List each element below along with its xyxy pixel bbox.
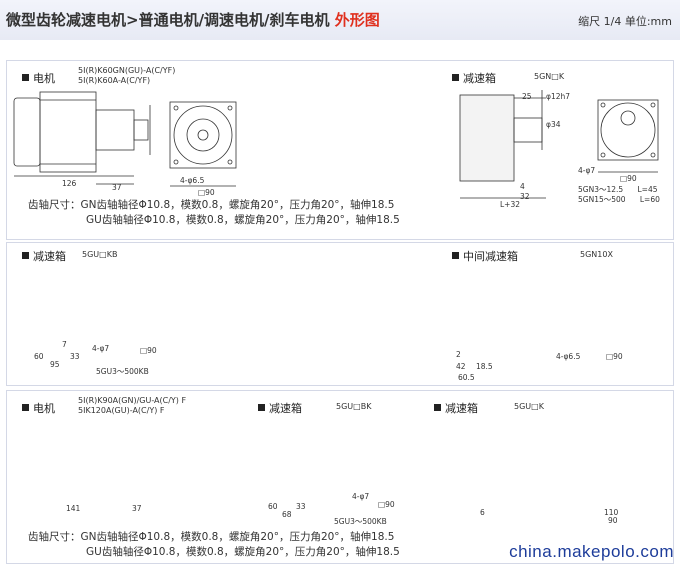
- dim-holes: 4-φ6.5: [180, 176, 205, 185]
- dim-60b: 60: [268, 502, 278, 511]
- dim-60-5: 60.5: [458, 373, 475, 382]
- dim-sq-bk: □90: [378, 500, 395, 509]
- dim-2: 2: [456, 350, 461, 359]
- gearbox-model: 5GN□K: [534, 72, 565, 81]
- large-motor-model-1: 5I(R)K90A(GN)/GU-A(C/Y) F: [78, 396, 187, 405]
- gear-spec-line-2: GU齿轴轴径Φ10.8，模数0.8，螺旋角20°，压力角20°，轴伸18.5: [86, 214, 400, 226]
- motor-side-view: [13, 91, 151, 185]
- dim-33b: 33: [296, 502, 306, 511]
- dim-hole-mid: 4-φ6.5: [556, 352, 581, 361]
- dim-7: 7: [62, 340, 67, 349]
- scale-note: 缩尺 1/4 单位:mm: [578, 15, 672, 28]
- large-motor-label: 电机: [22, 400, 55, 416]
- motor-front-view: [169, 101, 237, 187]
- gearbox-bk-model: 5GU□BK: [336, 402, 372, 411]
- dim-42: 42: [456, 362, 466, 371]
- middle-gearbox-model: 5GN10X: [580, 250, 613, 259]
- page-title: 微型齿轮减速电机>普通电机/调速电机/刹车电机 外形图: [6, 11, 380, 29]
- large-motor-model-2: 5IK120A(GU)-A(C/Y) F: [78, 406, 165, 415]
- dim-18-5: 18.5: [476, 362, 493, 371]
- dim-141: 141: [66, 504, 81, 513]
- motor-model-1: 5I(R)K60GN(GU)-A(C/YF): [78, 66, 176, 75]
- dim-95: 95: [50, 360, 60, 369]
- gear-spec-line-4: GU齿轴轴径Φ10.8，模数0.8，螺旋角20°，压力角20°，轴伸18.5: [86, 546, 400, 558]
- page-header: 微型齿轮减速电机>普通电机/调速电机/刹车电机 外形图 缩尺 1/4 单位:mm: [0, 0, 680, 40]
- dim-hole-bk: 4-φ7: [352, 492, 370, 501]
- panel-large-motor: [6, 390, 674, 564]
- dim-sq: □90: [620, 174, 637, 183]
- middle-gearbox-label: 中间减速箱: [452, 248, 518, 264]
- dim-box: □90: [198, 188, 215, 197]
- gearbox-kb-model: 5GU□KB: [82, 250, 118, 259]
- gearbox-k-model: 5GU□K: [514, 402, 544, 411]
- gearbox-bk-label: 减速箱: [258, 400, 302, 416]
- dim-25: 25: [522, 92, 532, 101]
- dim-32: 32: [520, 192, 530, 201]
- dim-110: 110: [604, 508, 619, 517]
- dim-90: 90: [608, 516, 618, 525]
- dim-hole-kb: 4-φ7: [92, 344, 110, 353]
- gearbox-side-view: [459, 90, 546, 199]
- gearbox-kb-label: 减速箱: [22, 248, 66, 264]
- motor-model-2: 5I(R)K60A-A(C/YF): [78, 76, 151, 85]
- gearbox-bk-note: 5GU3～500KB: [334, 517, 387, 526]
- dim-37b: 37: [132, 504, 142, 513]
- gearbox-k-label: 减速箱: [434, 400, 478, 416]
- dim-68: 68: [282, 510, 292, 519]
- panel-gearboxes: [6, 242, 674, 386]
- dim-60: 60: [34, 352, 44, 361]
- gearbox-front-view: [597, 99, 659, 173]
- gear-spec-line-3: 齿轴尺寸：GN齿轴轴径Φ10.8，模数0.8，螺旋角20°，压力角20°，轴伸1…: [28, 531, 395, 543]
- watermark: china.makepolo.com: [509, 542, 674, 561]
- dim-sq-mid: □90: [606, 352, 623, 361]
- dim-6: 6: [480, 508, 485, 517]
- dim-4: 4: [520, 182, 525, 191]
- gear-spec-line-1: 齿轴尺寸：GN齿轴轴径Φ10.8，模数0.8，螺旋角20°，压力角20°，轴伸1…: [28, 199, 395, 211]
- dim-37: 37: [112, 183, 122, 192]
- dim-126: 126: [62, 179, 77, 188]
- dim-33: 33: [70, 352, 80, 361]
- dim-sq-kb: □90: [140, 346, 157, 355]
- motor-label: 电机: [22, 70, 55, 86]
- dim-12h7: φ12h7: [546, 92, 571, 101]
- ratio-row-1: 5GN3～12.5 L=45: [578, 185, 658, 194]
- dim-34: φ34: [546, 120, 561, 129]
- dim-l32: L+32: [500, 200, 521, 209]
- gearbox-kb-note: 5GU3～500KB: [96, 367, 149, 376]
- gearbox-label: 减速箱: [452, 70, 496, 86]
- ratio-row-2: 5GN15～500 L=60: [578, 195, 660, 204]
- dim-hole4: 4-φ7: [578, 166, 596, 175]
